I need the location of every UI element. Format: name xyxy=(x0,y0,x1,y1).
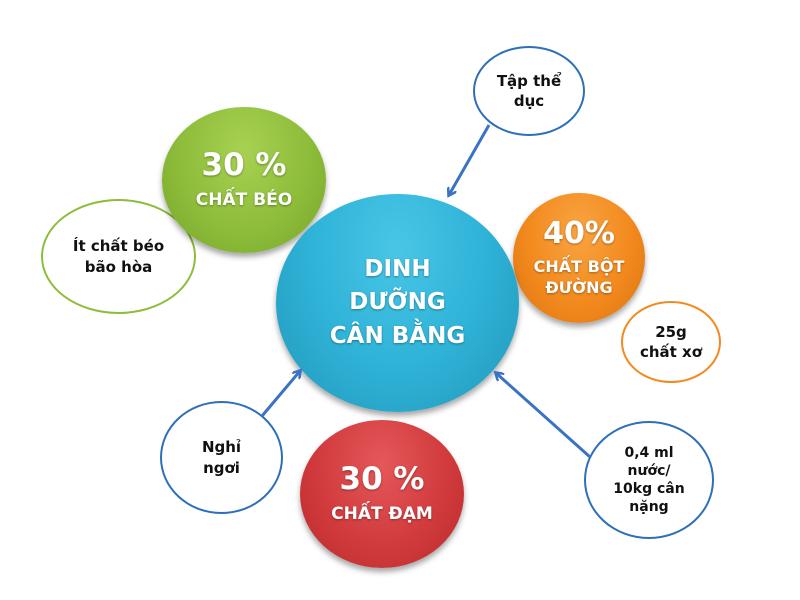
center-text-line: DƯỠNG xyxy=(349,289,446,316)
arrow-rest xyxy=(260,371,300,417)
carb-label-line: ĐƯỜNG xyxy=(545,278,613,298)
center-circle: DINH DƯỠNG CÂN BẰNG xyxy=(276,194,519,412)
note-text-line: chất xơ xyxy=(639,343,703,361)
fat-percent: 30 % xyxy=(201,146,287,183)
note-exercise: Tập thể dục xyxy=(473,46,585,136)
note-text-line: 25g xyxy=(655,322,687,341)
arrow-exercise xyxy=(449,124,491,195)
center-text-line: DINH xyxy=(364,255,431,282)
center-text-line: CÂN BẰNG xyxy=(329,322,466,349)
note-rest: Nghỉ ngơi xyxy=(160,401,283,514)
note-text-line: 0,4 ml xyxy=(624,444,674,461)
carb-percent: 40% xyxy=(543,216,615,252)
note-text-line: Ít chất béo xyxy=(72,237,165,256)
carb-label-line: CHẤT BỘT xyxy=(533,256,625,276)
arrow-water xyxy=(496,373,591,459)
note-water: 0,4 ml nước/ 10kg cân nặng xyxy=(584,421,714,539)
fat-circle: 30 % CHẤT BÉO xyxy=(162,107,326,253)
note-text-line: ngơi xyxy=(203,458,240,477)
protein-percent: 30 % xyxy=(339,460,425,497)
note-text-line: 10kg cân xyxy=(613,481,685,497)
protein-circle: 30 % CHẤT ĐẠM xyxy=(300,420,464,568)
carb-circle: 40% CHẤT BỘT ĐƯỜNG xyxy=(513,193,645,323)
note-text-line: dục xyxy=(513,92,545,110)
note-saturated-fat: Ít chất béo bão hòa xyxy=(41,199,196,314)
fat-label: CHẤT BÉO xyxy=(195,190,293,211)
note-text-line: Nghỉ xyxy=(201,438,242,457)
note-fiber: 25g chất xơ xyxy=(621,301,721,383)
protein-label: CHẤT ĐẠM xyxy=(331,504,433,525)
note-text-line: Tập thể xyxy=(496,71,562,90)
note-text-line: nước/ xyxy=(627,462,671,479)
note-text-line: bão hòa xyxy=(84,257,153,276)
note-text-line: nặng xyxy=(629,499,669,516)
